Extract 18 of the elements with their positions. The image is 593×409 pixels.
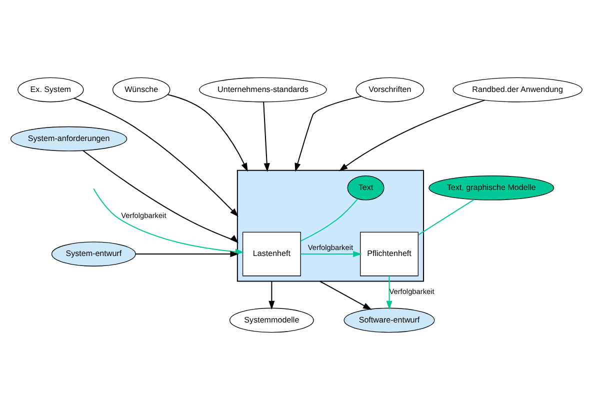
- arrow: [386, 275, 392, 310]
- connector: [418, 198, 474, 235]
- arrow: [93, 188, 244, 257]
- arrow: [339, 99, 485, 171]
- arrow: [263, 101, 270, 172]
- arrow: [300, 250, 362, 257]
- arrow: [136, 250, 239, 257]
- arrow: [74, 97, 238, 216]
- connector: [300, 198, 358, 241]
- arrow: [268, 280, 275, 310]
- edge-label: Verfolgbarkeit: [121, 210, 166, 220]
- arrow: [82, 150, 239, 243]
- edge-label: Verfolgbarkeit: [389, 286, 434, 296]
- arrow: [294, 95, 362, 172]
- cluster: [236, 169, 424, 282]
- arrow: [168, 94, 248, 172]
- arrow: [320, 280, 372, 310]
- edge-label: Verfolgbarkeit: [308, 242, 354, 252]
